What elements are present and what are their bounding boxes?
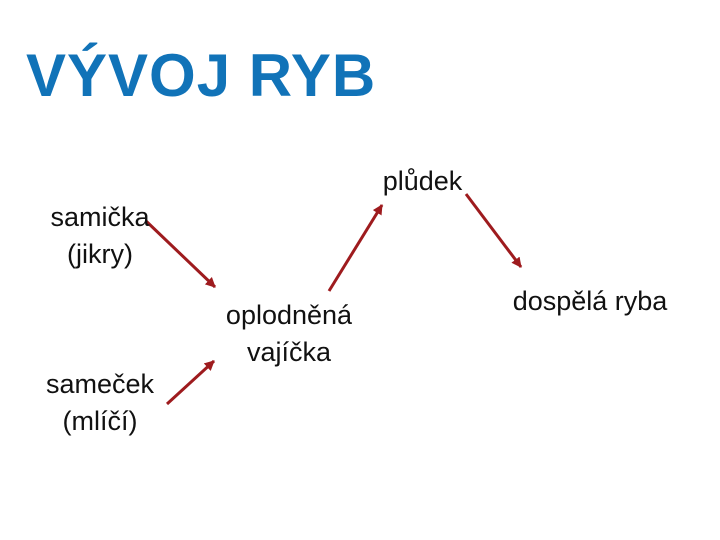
node-samicka-sublabel: (jikry) (67, 239, 133, 269)
node-samecek-sublabel: (mlíčí) (62, 406, 138, 436)
arrow-oplodnena-vajicka-to-pludek (327, 204, 384, 292)
node-oplodnena-vajicka: oplodněná vajíčka (217, 297, 361, 371)
node-oplodnena-label-line2: vajíčka (246, 337, 332, 367)
node-pludek: plůdek (360, 163, 485, 200)
node-pludek-label: plůdek (382, 166, 463, 196)
slide-title: VÝVOJ RYB (26, 42, 377, 109)
arrow-samicka-to-oplodnena-vajicka (144, 219, 217, 289)
arrow-pludek-to-dospela-ryba (464, 193, 523, 268)
node-dospela-ryba-label: dospělá ryba (512, 286, 668, 316)
node-dospela-ryba: dospělá ryba (495, 283, 685, 320)
node-oplodnena-label-line1: oplodněná (225, 300, 353, 330)
node-samecek-mlici: sameček (mlíčí) (36, 366, 164, 440)
node-samecek-label: sameček (45, 369, 155, 399)
node-samicka-jikry: samička (jikry) (36, 199, 164, 273)
node-samicka-label: samička (50, 202, 150, 232)
arrow-samecek-to-oplodnena-vajicka (165, 359, 216, 406)
